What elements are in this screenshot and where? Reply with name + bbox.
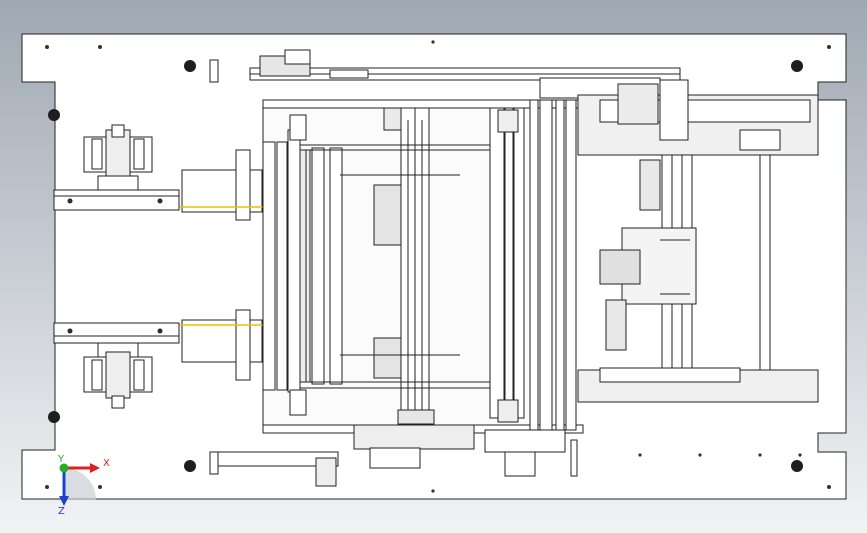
center-column xyxy=(373,107,435,425)
mounting-holes xyxy=(48,60,803,472)
y-axis-dot xyxy=(59,463,69,473)
y-axis-label: Y xyxy=(57,454,65,465)
x-axis-label: X xyxy=(103,458,110,469)
drive-mechanism xyxy=(577,79,819,403)
triad-plane-shade xyxy=(64,468,96,500)
x-arrowhead-icon xyxy=(90,463,100,473)
cross-bars xyxy=(300,144,500,389)
rollers-right xyxy=(489,99,577,431)
top-drive-rail xyxy=(209,49,681,99)
z-arrowhead-icon xyxy=(59,496,69,506)
z-axis-label: Z xyxy=(58,506,65,517)
rollers-left xyxy=(262,114,343,416)
left-bracket-bottom xyxy=(53,322,180,409)
bottom-gear-train xyxy=(209,424,578,487)
small-holes xyxy=(45,40,831,493)
left-bracket-top xyxy=(53,124,180,211)
coordinate-triad: X Y Z xyxy=(57,454,110,517)
side-arms xyxy=(181,149,263,381)
